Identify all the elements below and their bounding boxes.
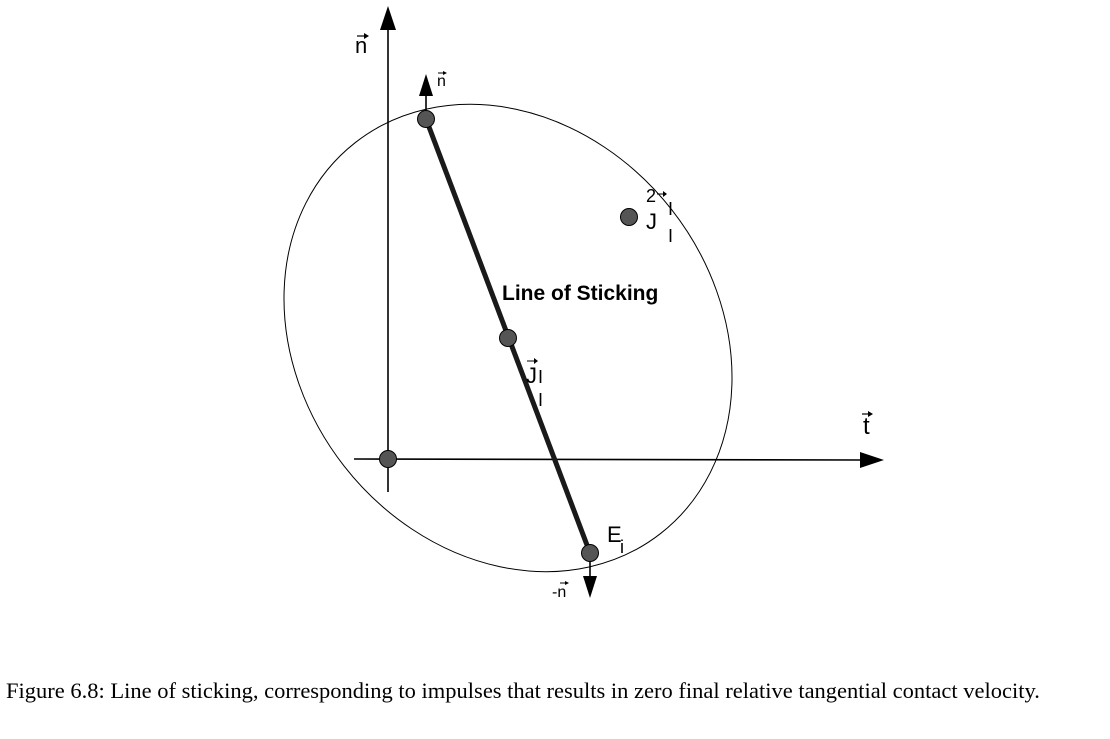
horizontal-axis-label: t: [863, 413, 870, 440]
vertical-axis-arrowhead: [380, 6, 396, 30]
point-j-sub-b: I: [668, 226, 673, 246]
point-j-ellipse: [620, 208, 638, 226]
e-label-sub: i: [620, 537, 624, 557]
point-e: [581, 544, 599, 562]
top-n-label: n: [437, 73, 446, 90]
horizontal-axis-arrowhead: [860, 452, 884, 468]
figure-caption: Figure 6.8: Line of sticking, correspond…: [6, 676, 1106, 705]
e-label-main: E: [607, 522, 622, 547]
bottom-n-label: -n: [552, 584, 566, 601]
point-j-sub-a: I: [668, 199, 673, 219]
mid-j-sub-b: I: [538, 390, 543, 410]
bottom-n-arrowhead: [583, 576, 597, 598]
bottom-n-label-vec-head: [565, 581, 569, 585]
mid-j-vec-head: [534, 358, 538, 364]
mid-j-main: J: [526, 363, 537, 388]
vertical-axis-label-vec-head: [364, 33, 369, 39]
horizontal-axis-label-vec-head: [868, 411, 873, 417]
horizontal-axis: [353, 458, 863, 461]
figure-diagram: n n t Line of Sticking 2 J I I J I I E i…: [283, 6, 884, 601]
vertical-axis-label: n: [355, 33, 367, 58]
top-n-label-vec-head: [443, 71, 447, 75]
point-j-superscript: 2: [646, 186, 656, 206]
diagram-svg: n n t Line of Sticking 2 J I I J I I E i…: [283, 6, 884, 601]
mid-j-sub-a: I: [538, 367, 543, 387]
figure-caption-text: Figure 6.8: Line of sticking, correspond…: [6, 678, 1040, 703]
point-origin: [379, 450, 397, 468]
point-j-vec-head: [663, 191, 667, 197]
point-top: [417, 110, 435, 128]
top-n-arrowhead: [419, 74, 433, 96]
impulse-ellipse: [283, 103, 733, 573]
point-mid: [499, 329, 517, 347]
point-j-main: J: [646, 209, 657, 234]
line-of-sticking-label: Line of Sticking: [502, 282, 658, 305]
